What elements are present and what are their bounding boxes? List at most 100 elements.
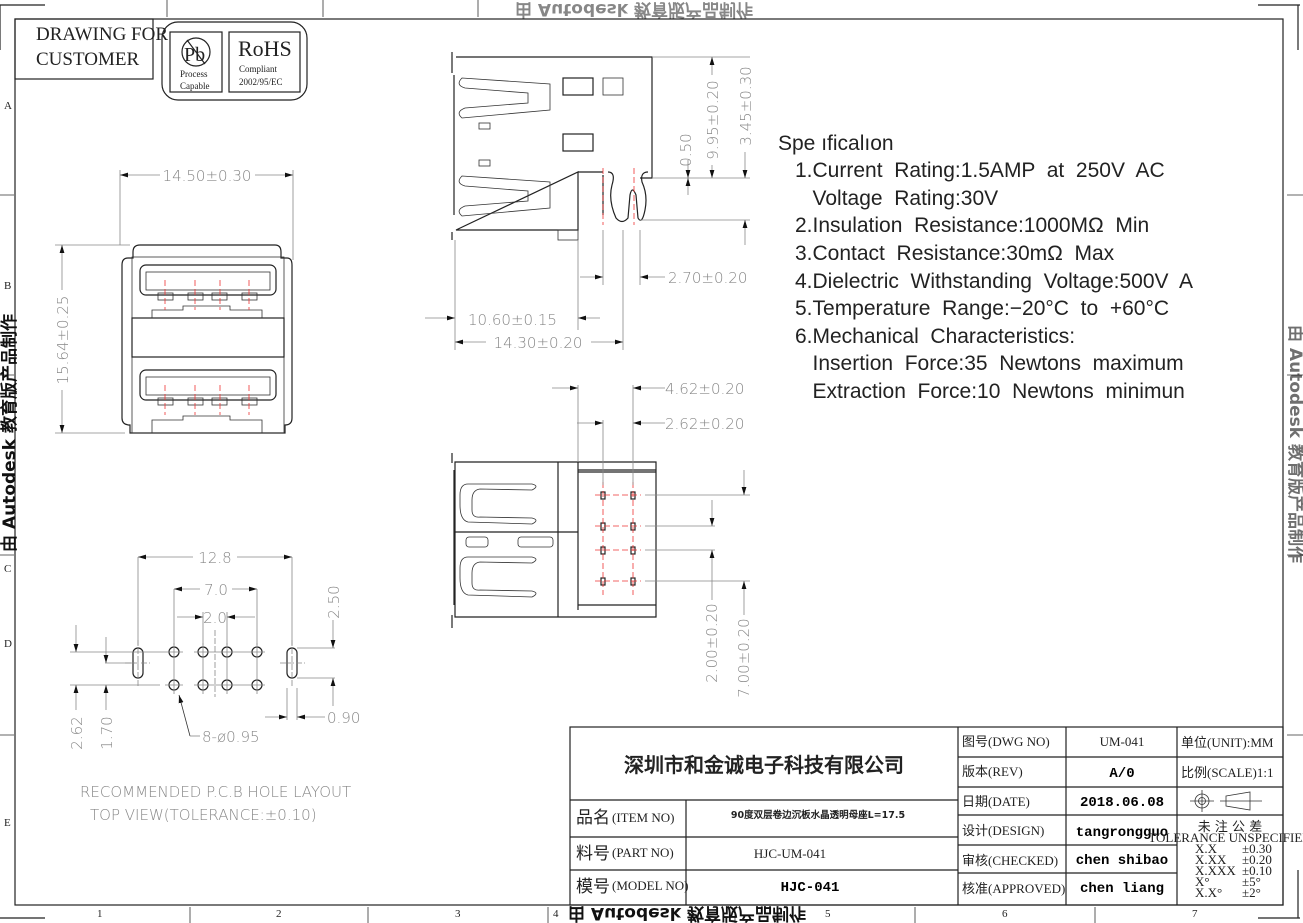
tolerance-value: ±0.20 [1242, 852, 1272, 867]
part-label: 料号 [576, 844, 610, 864]
spec-line: Extraction Force:10 Newtons minimun [795, 380, 1185, 403]
tolerance-key: X.X [1195, 841, 1218, 856]
date-label: 日期(DATE) [962, 794, 1030, 809]
design-label: 设计(DESIGN) [962, 823, 1044, 838]
row-label: B [4, 280, 11, 292]
row-label: E [4, 817, 11, 829]
title-block: 深圳市和金诚电子科技有限公司 品名 (ITEM NO) 90度双层卷边沉板水晶透… [569, 726, 1303, 906]
pcb-holes [168, 646, 263, 691]
item-label: 品名 [576, 808, 610, 828]
model-label: 模号 [576, 877, 610, 897]
side-view: 0.50 9.95±0.20 3.45±0.30 2.70±0.20 10.60… [425, 52, 755, 352]
bottom-dim-a: 4.62±0.20 [665, 380, 744, 398]
header-line2: CUSTOMER [36, 49, 139, 70]
company-name: 深圳市和金诚电子科技有限公司 [624, 753, 904, 777]
model-value: HJC-041 [781, 880, 840, 896]
pcb-slot-height-dim: 2.50 [325, 585, 343, 618]
pcb-caption2: TOP VIEW(TOLERANCE:±0.10) [90, 806, 317, 824]
model-label-en: (MODEL NO) [612, 878, 688, 893]
lead-free-icon: Pb [181, 37, 211, 67]
side-dim-b: 9.95±0.20 [704, 80, 722, 159]
col-label: 6 [1002, 908, 1008, 920]
side-dim-f: 14.30±0.20 [494, 334, 583, 352]
compliance-logos: Pb Process Capable RoHS Compliant 2002/9… [161, 21, 308, 101]
tolerance-value: ±0.10 [1242, 863, 1272, 878]
header-line1: DRAWING FOR [36, 24, 168, 45]
watermark-right: 由 Autodesk 教育版产品制作 [1285, 325, 1303, 563]
col-label: 7 [1192, 908, 1198, 920]
checked-label: 审核(CHECKED) [962, 853, 1058, 868]
front-height-dim: 15.64±0.25 [54, 296, 72, 385]
pcb-row-dim-a: 2.62 [68, 716, 86, 749]
spec-title: Spe ıficalıon [778, 132, 894, 155]
svg-text:Pb: Pb [184, 44, 205, 66]
tolerance-key: X.XXX [1195, 863, 1236, 878]
tolerance-key: X.XX [1195, 852, 1227, 867]
spec-line: 4.Dielectric Withstanding Voltage:500V A [795, 270, 1193, 293]
side-dim-c: 3.45±0.30 [737, 66, 755, 145]
col-label: 5 [825, 908, 831, 920]
col-label: 3 [455, 908, 461, 920]
spec-line: Voltage Rating:30V [795, 187, 998, 210]
spec-line: 5.Temperature Range:−20°C to +60°C [795, 297, 1169, 320]
bottom-dim-d: 7.00±0.20 [735, 618, 753, 697]
item-value: 90度双层卷边沉板水晶透明母座L=17.5 [731, 809, 905, 821]
rohs-title: RoHS [238, 36, 292, 61]
spec-line: Insertion Force:35 Newtons maximum [795, 352, 1184, 375]
watermark-bottom: 由 Autodesk 教育版产品制作 [568, 903, 806, 923]
tolerance-title: 未 注 公 差 [1198, 820, 1262, 835]
pcb-caption1: RECOMMENDED P.C.B HOLE LAYOUT [80, 783, 351, 801]
pcb-row-dim-b: 1.70 [98, 716, 116, 749]
scale-label: 比例(SCALE)1:1 [1181, 765, 1273, 780]
checked-value: chen shibao [1076, 853, 1168, 869]
spec-line: 6.Mechanical Characteristics: [795, 325, 1075, 348]
pb-line2: Capable [180, 81, 210, 91]
date-value: 2018.06.08 [1080, 795, 1164, 811]
front-width-dim: 14.50±0.30 [163, 167, 252, 185]
watermark-left: 由 Autodesk 教育版产品制作 [0, 314, 20, 552]
rohs-line2: 2002/95/EC [239, 77, 283, 87]
tolerance-subtitle: TOLERANCE UNSPECIFIED [1148, 830, 1303, 845]
row-label: D [4, 638, 12, 650]
tolerance-value: ±0.30 [1242, 841, 1272, 856]
pcb-outer-pitch-dim: 7.0 [204, 581, 228, 599]
watermark-top: 由 Autodesk 教育版产品制作 [515, 0, 753, 20]
projection-symbol-icon [1190, 790, 1262, 812]
spec-line: 1.Current Rating:1.5AMP at 250V AC [795, 159, 1165, 182]
pcb-hole-note: 8-ø0.95 [202, 728, 260, 746]
spec-line: 3.Contact Resistance:30mΩ Max [795, 242, 1115, 265]
part-value: HJC-UM-041 [754, 846, 826, 861]
usb-port-bottom [139, 369, 277, 433]
approved-label: 核准(APPROVED) [962, 881, 1065, 896]
row-label: A [4, 100, 12, 112]
unit-label: 单位(UNIT):MM [1181, 735, 1274, 750]
spec-line: 2.Insulation Resistance:1000MΩ Min [795, 214, 1149, 237]
drawing-for-customer-box: DRAWING FOR CUSTOMER [14, 18, 168, 80]
design-value: tangrongguo [1076, 825, 1168, 841]
pcb-inner-pitch-dim: 2.0 [203, 609, 227, 627]
pin-grid [595, 482, 641, 595]
rev-label: 版本(REV) [962, 764, 1023, 779]
col-label: 4 [553, 908, 559, 920]
front-view: 14.50±0.30 15.64±0.25 [54, 166, 294, 434]
pcb-width-dim: 12.8 [198, 549, 231, 567]
pb-line1: Process [180, 69, 208, 79]
rev-value: A/0 [1109, 766, 1134, 782]
bottom-dim-b: 2.62±0.20 [665, 415, 744, 433]
tolerance-key: X° [1195, 874, 1210, 889]
bottom-view: 4.62±0.20 2.62±0.20 2.00±0.20 7.00±0.20 [451, 380, 753, 698]
dwg-label: 图号(DWG NO) [962, 734, 1050, 749]
specification-block: Spe ıficalıon 1.Current Rating:1.5AMP at… [778, 132, 1193, 403]
tolerance-key: X.X° [1195, 885, 1222, 900]
tolerance-value: ±2° [1242, 885, 1261, 900]
side-dim-e: 10.60±0.15 [468, 311, 557, 329]
col-label: 1 [97, 908, 103, 920]
usb-port-top [139, 264, 277, 318]
rohs-line1: Compliant [239, 64, 277, 74]
col-label: 2 [276, 908, 282, 920]
side-dim-a: 0.50 [677, 133, 695, 166]
item-label-en: (ITEM NO) [612, 810, 674, 825]
pcb-hole-layout: 12.8 7.0 2.0 2.50 0.90 2.62 1.70 8-ø0.95… [68, 548, 360, 824]
part-label-en: (PART NO) [612, 845, 674, 860]
